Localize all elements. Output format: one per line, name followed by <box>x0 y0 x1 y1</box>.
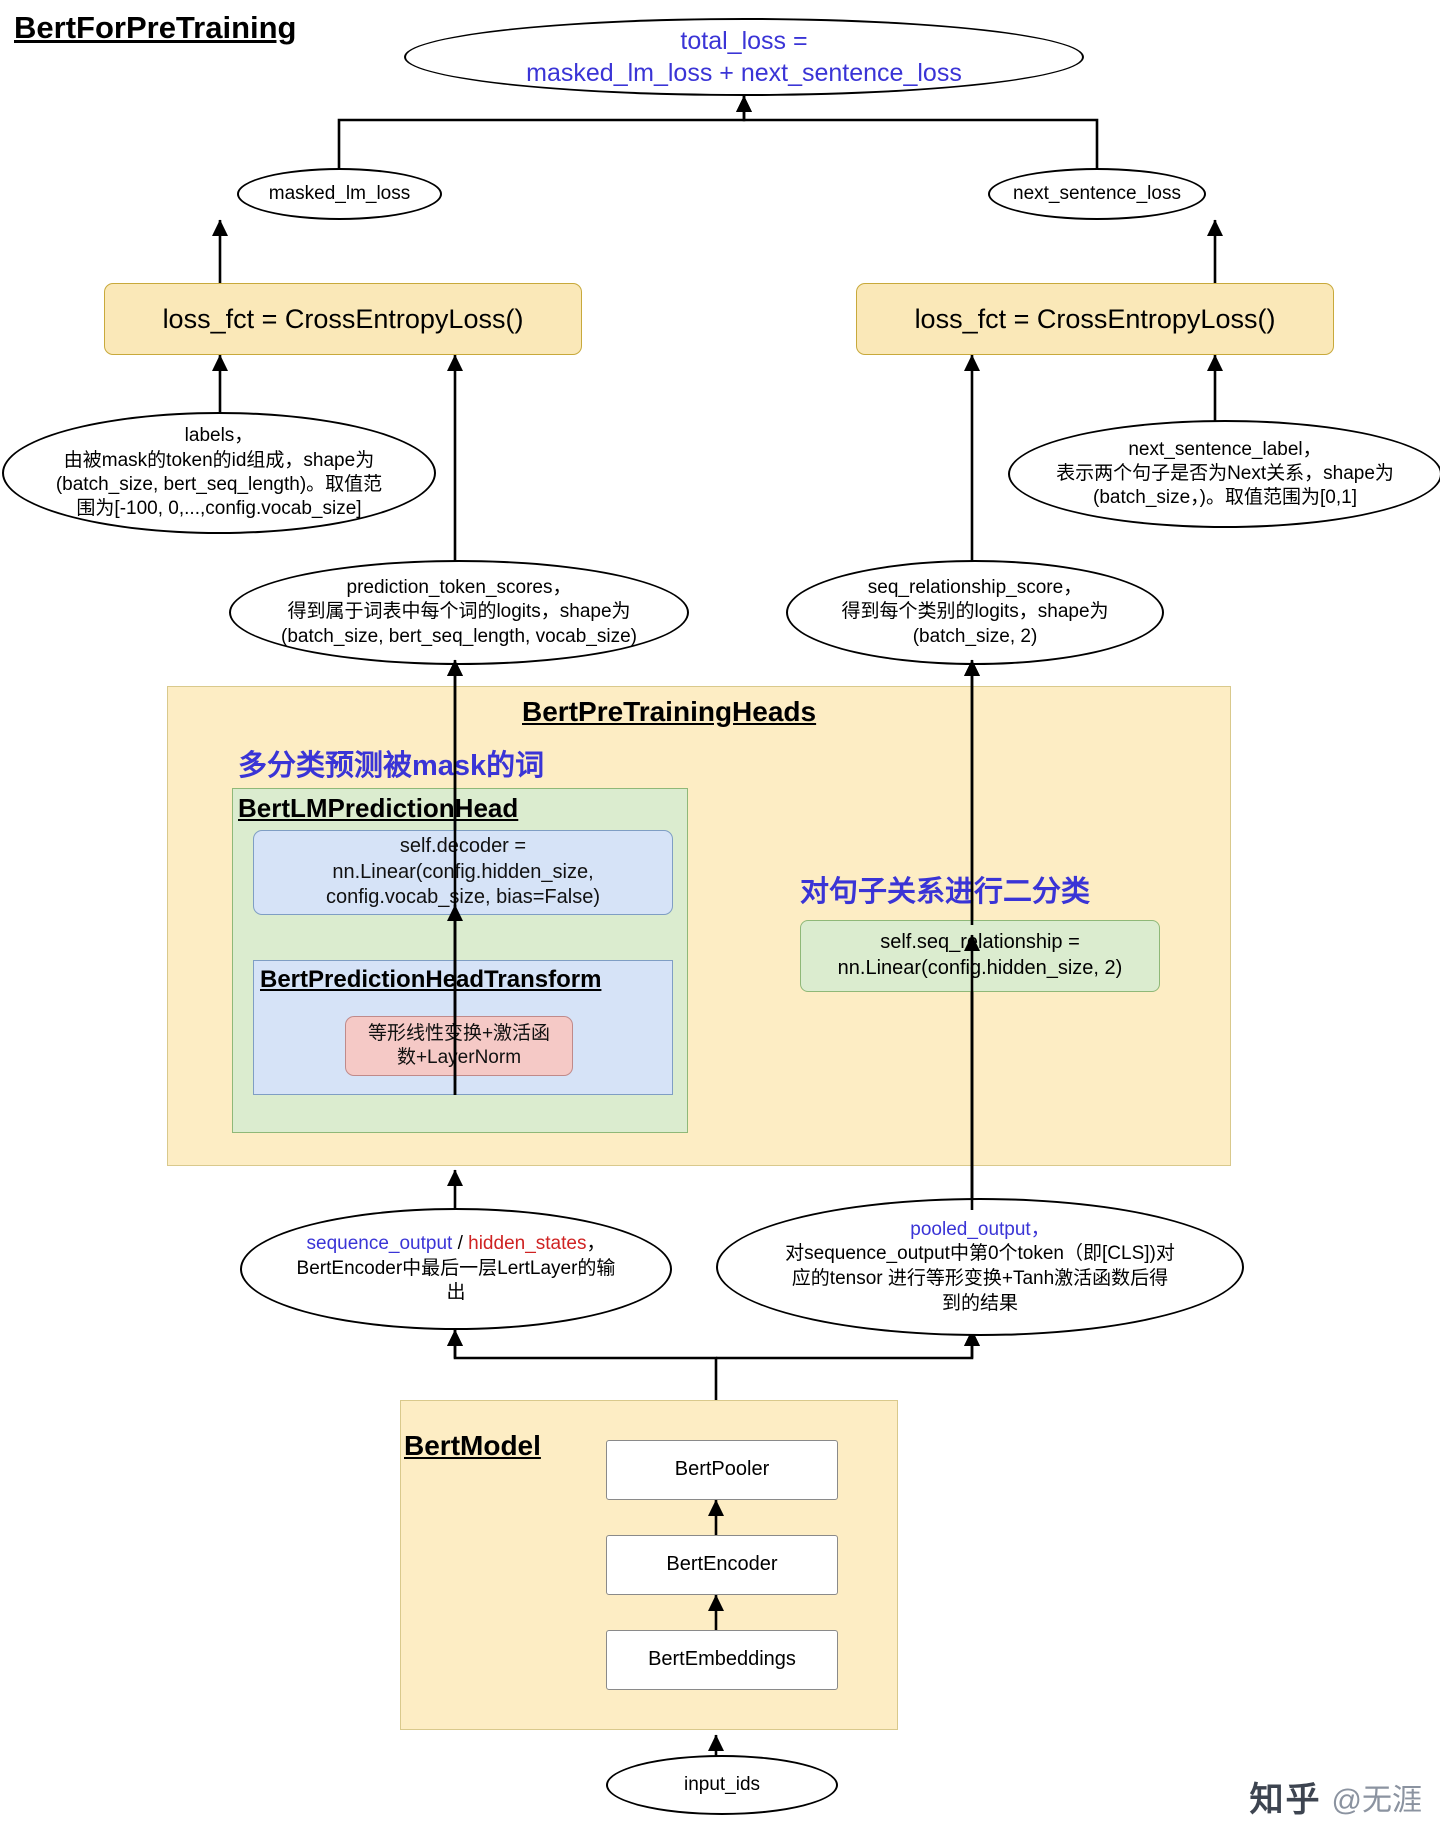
node-self-seq-relationship: self.seq_relationship = nn.Linear(config… <box>800 920 1160 992</box>
annotation-mlm-task: 多分类预测被mask的词 <box>238 750 545 782</box>
node-next-sentence-loss: next_sentence_loss <box>988 168 1206 220</box>
group-bert-lm-prediction-head-title: BertLMPredictionHead <box>238 793 519 823</box>
note-labels: labels， 由被mask的token的id组成，shape为 (batch_… <box>2 412 436 534</box>
node-total-loss: total_loss = masked_lm_loss + next_sente… <box>404 18 1084 96</box>
note-pooled-output-body: 对sequence_output中第0个token（即[CLS])对 应的ten… <box>785 1243 1175 1314</box>
group-bert-pretraining-heads-title: BertPreTrainingHeads <box>522 696 817 727</box>
node-bert-pooler: BertPooler <box>606 1440 838 1500</box>
node-loss-fct-nsp: loss_fct = CrossEntropyLoss() <box>856 283 1334 355</box>
note-sequence-output-body: BertEncoder中最后一层LertLayer的输 出 <box>296 1257 616 1304</box>
node-masked-lm-loss: masked_lm_loss <box>237 168 442 220</box>
note-next-sentence-label: next_sentence_label， 表示两个句子是否为Next关系，sha… <box>1008 420 1440 528</box>
note-sequence-output-sep: / <box>452 1232 469 1254</box>
node-self-decoder: self.decoder = nn.Linear(config.hidden_s… <box>253 830 673 915</box>
note-sequence-output: sequence_output / hidden_states， BertEnc… <box>297 1232 616 1306</box>
note-sequence-output-comma: ， <box>586 1232 606 1254</box>
group-bert-model-title: BertModel <box>404 1430 541 1461</box>
watermark-handle: @无涯 <box>1331 1783 1422 1817</box>
annotation-nsp-task: 对句子关系进行二分类 <box>800 876 1091 908</box>
page-title: BertForPreTraining <box>14 10 297 45</box>
note-sequence-output-name: sequence_output <box>306 1232 453 1254</box>
group-bert-prediction-head-transform-title: BertPredictionHeadTransform <box>260 966 602 993</box>
note-seq-relationship-score: seq_relationship_score， 得到每个类别的logits，sh… <box>786 560 1164 665</box>
note-sequence-output-alias: hidden_states <box>468 1232 587 1254</box>
node-loss-fct-mlm: loss_fct = CrossEntropyLoss() <box>104 283 582 355</box>
watermark: 知乎 @无涯 <box>1250 1772 1422 1821</box>
node-transform-op: 等形线性变换+激活函 数+LayerNorm <box>345 1016 573 1076</box>
note-pooled-output-name: pooled_output， <box>910 1218 1050 1240</box>
node-bert-embeddings: BertEmbeddings <box>606 1630 838 1690</box>
note-prediction-token-scores: prediction_token_scores， 得到属于词表中每个词的logi… <box>229 560 689 665</box>
node-input-ids: input_ids <box>606 1755 838 1815</box>
node-bert-encoder: BertEncoder <box>606 1535 838 1595</box>
watermark-site: 知乎 <box>1249 1781 1322 1819</box>
